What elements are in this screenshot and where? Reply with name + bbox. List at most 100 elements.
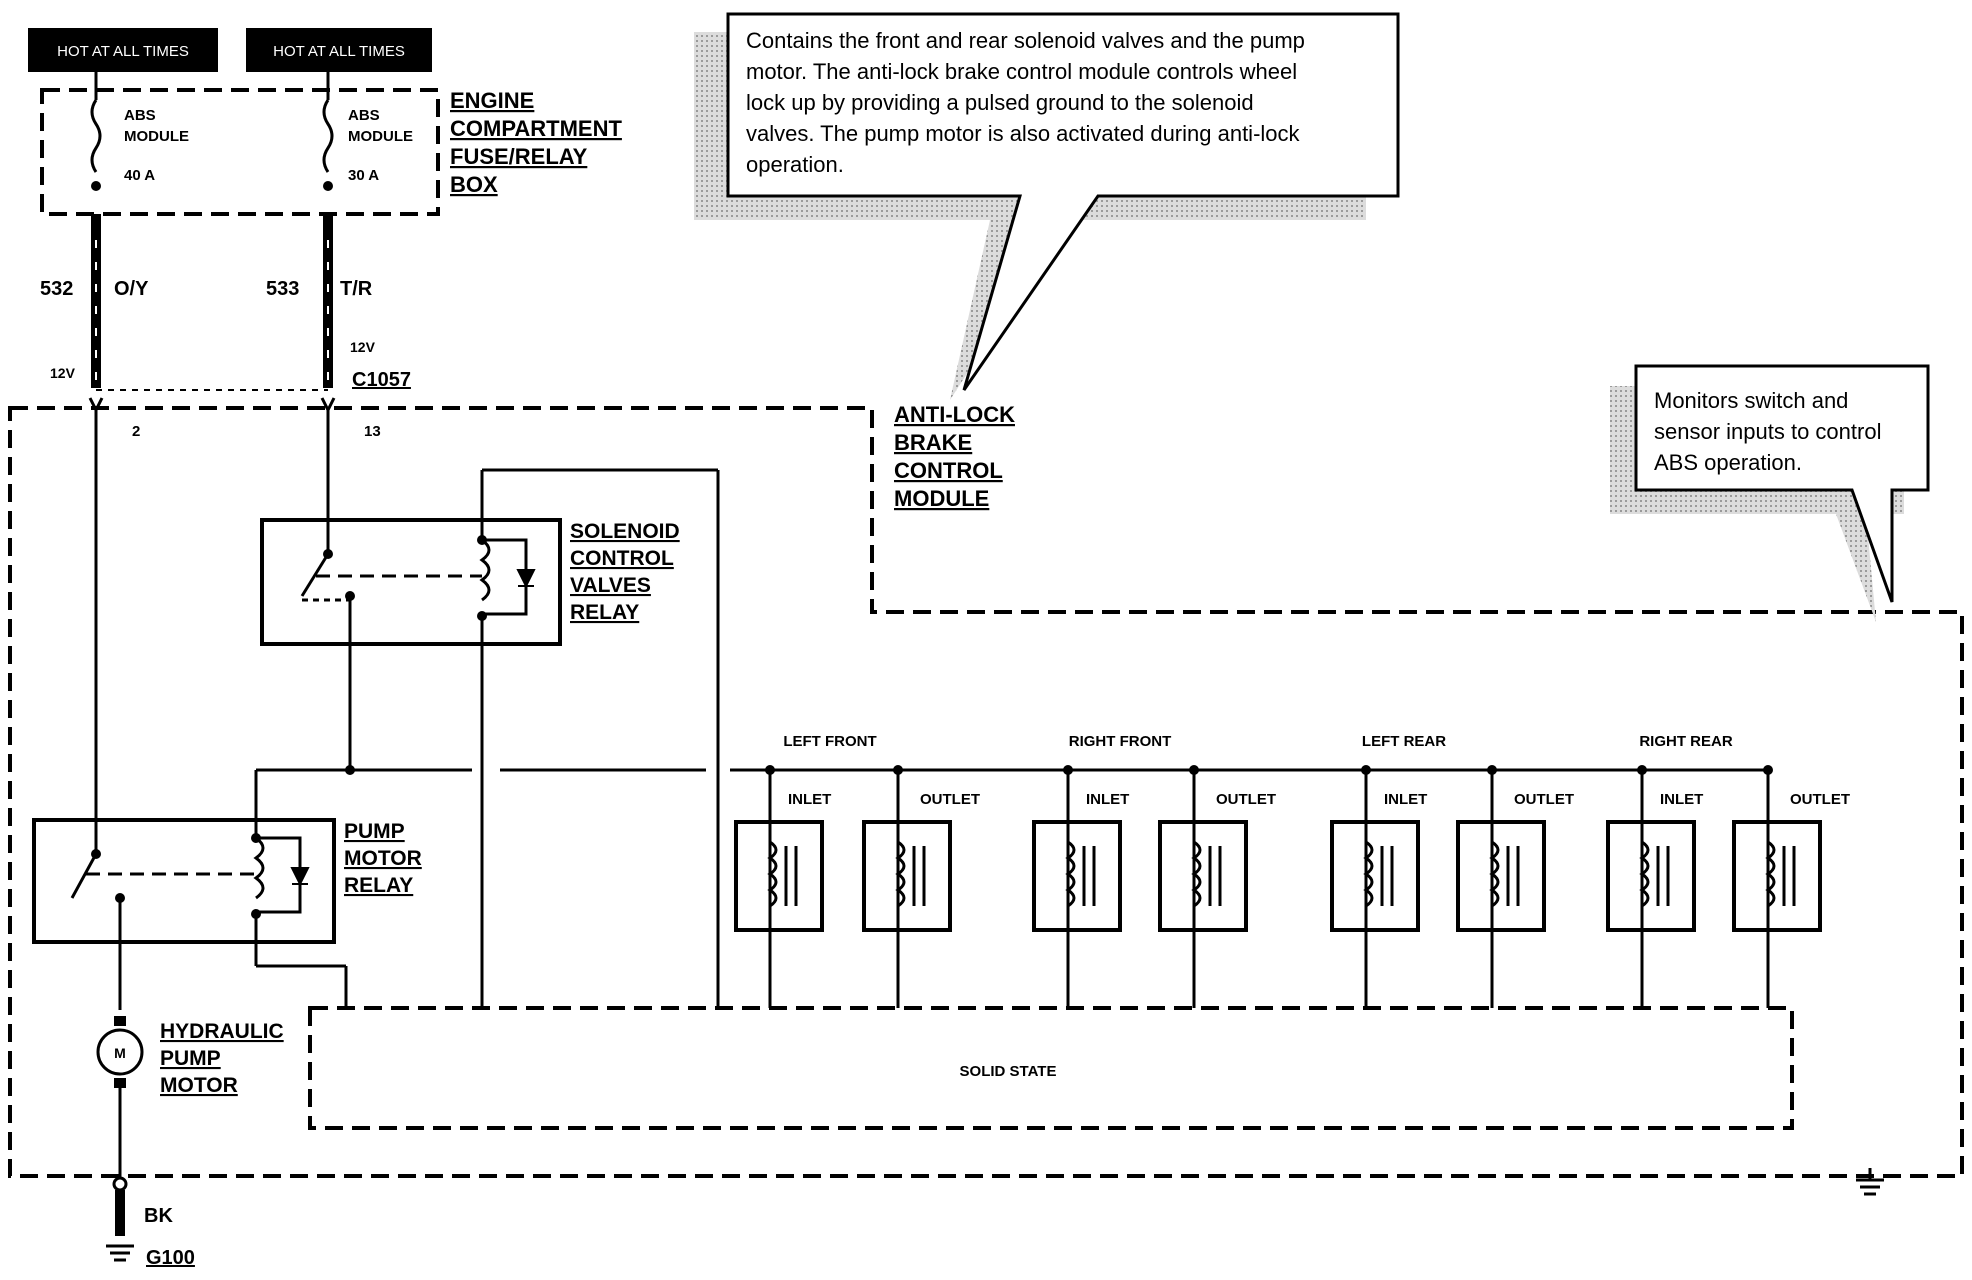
svg-text:533: 533 [266, 278, 299, 300]
svg-text:HYDRAULIC: HYDRAULIC [160, 1020, 284, 1043]
solenoid-valve: INLET [1330, 765, 1427, 1008]
svg-text:M: M [114, 1045, 126, 1061]
valve-coil-icon [1363, 840, 1374, 908]
valve-coil-icon [1065, 840, 1076, 908]
svg-text:CONTROL: CONTROL [570, 547, 674, 570]
svg-text:12V: 12V [350, 339, 376, 355]
svg-text:30 A: 30 A [348, 167, 379, 184]
connector-pins: 2 13 [88, 397, 381, 440]
pump-relay-title: PUMP MOTOR RELAY [344, 820, 422, 897]
svg-text:G100: G100 [146, 1247, 195, 1269]
solenoid-valve: OUTLET [862, 765, 980, 1008]
svg-text:HOT AT ALL TIMES: HOT AT ALL TIMES [57, 43, 189, 60]
hydraulic-pump-motor: M [96, 1016, 144, 1236]
fuse-1-icon [90, 99, 102, 173]
valve-type-label: OUTLET [1790, 791, 1850, 808]
svg-text:PUMP: PUMP [344, 820, 405, 843]
valve-group-label: LEFT FRONT [783, 733, 876, 750]
solenoid-valve: OUTLET [1158, 765, 1276, 1008]
fuse-box-title: ENGINE COMPARTMENT FUSE/RELAY BOX [450, 88, 622, 197]
valve-type-label: INLET [1660, 791, 1703, 808]
solenoid-valve: INLET [1032, 765, 1129, 1008]
svg-text:ABS: ABS [124, 107, 156, 124]
svg-text:13: 13 [364, 423, 381, 440]
svg-text:BRAKE: BRAKE [894, 430, 972, 455]
pump-relay-coil-icon [253, 836, 265, 900]
svg-text:lock up by providing a pulsed: lock up by providing a pulsed ground to … [746, 90, 1254, 115]
anti-lock-brake-control-module-outline [8, 406, 1964, 1178]
module-title: ANTI-LOCK BRAKE CONTROL MODULE [894, 402, 1015, 511]
svg-text:ABS operation.: ABS operation. [1654, 450, 1802, 475]
callout-monitors-inputs: Monitors switch and sensor inputs to con… [1610, 364, 1930, 622]
hydraulic-motor-title: HYDRAULIC PUMP MOTOR [160, 1020, 284, 1097]
svg-text:12V: 12V [50, 365, 76, 381]
solid-state-box: SOLID STATE [308, 1006, 1794, 1130]
svg-text:RELAY: RELAY [344, 874, 413, 897]
svg-text:ABS: ABS [348, 107, 380, 124]
solenoid-relay-title: SOLENOID CONTROL VALVES RELAY [570, 520, 680, 624]
pump-motor-relay [32, 410, 348, 1010]
svg-text:MOTOR: MOTOR [344, 847, 422, 870]
valve-coil-icon [1191, 840, 1202, 908]
svg-text:MODULE: MODULE [894, 486, 989, 511]
svg-text:SOLENOID: SOLENOID [570, 520, 680, 543]
circuit-532-wire: 532 O/Y 12V [40, 214, 149, 388]
valve-type-label: OUTLET [920, 791, 980, 808]
engine-compartment-fuse-relay-box: ABS MODULE 40 A ABS MODULE 30 A [40, 72, 440, 216]
solenoid-valve: OUTLET [1732, 765, 1850, 1008]
svg-text:VALVES: VALVES [570, 574, 651, 597]
module-case-ground-icon [1856, 1168, 1884, 1196]
svg-text:532: 532 [40, 278, 73, 300]
valve-coil-icon [1489, 840, 1500, 908]
solenoid-valves: LEFT FRONT RIGHT FRONT LEFT REAR RIGHT REAR… [734, 733, 1850, 1008]
valve-type-label: OUTLET [1514, 791, 1574, 808]
hot-at-all-times-label-1: HOT AT ALL TIMES [28, 28, 218, 72]
svg-text:RELAY: RELAY [570, 601, 639, 624]
pump-relay-switch-icon [70, 853, 98, 899]
svg-text:PUMP: PUMP [160, 1047, 221, 1070]
svg-text:COMPARTMENT: COMPARTMENT [450, 116, 622, 141]
solenoid-valve: INLET [1606, 765, 1703, 1008]
svg-text:O/Y: O/Y [114, 278, 149, 300]
valve-group-label: RIGHT FRONT [1069, 733, 1172, 750]
svg-text:MODULE: MODULE [124, 128, 189, 145]
fuse-2-icon [322, 99, 334, 173]
solenoid-valve: INLET [734, 765, 831, 1008]
ground-g100: BK G100 [106, 1205, 195, 1269]
hot-at-all-times-label-2: HOT AT ALL TIMES [246, 28, 432, 72]
svg-text:sensor inputs to control: sensor inputs to control [1654, 419, 1881, 444]
svg-text:ENGINE: ENGINE [450, 88, 534, 113]
valve-type-label: OUTLET [1216, 791, 1276, 808]
svg-text:FUSE/RELAY: FUSE/RELAY [450, 144, 588, 169]
svg-text:MOTOR: MOTOR [160, 1074, 238, 1097]
valve-coil-icon [1765, 840, 1776, 908]
solenoid-valve: OUTLET [1456, 765, 1574, 1008]
svg-text:T/R: T/R [340, 278, 373, 300]
solenoid-relay-coil-icon [479, 538, 491, 602]
svg-text:Contains the front and rear so: Contains the front and rear solenoid val… [746, 28, 1305, 53]
valve-group-label: RIGHT REAR [1639, 733, 1733, 750]
svg-text:valves. The pump motor is als: valves. The pump motor is also activated… [746, 121, 1301, 146]
diode-icon [516, 569, 536, 589]
svg-text:CONTROL: CONTROL [894, 458, 1003, 483]
svg-text:2: 2 [132, 423, 140, 440]
svg-text:MODULE: MODULE [348, 128, 413, 145]
connector-c1057-label: C1057 [352, 369, 411, 391]
svg-text:motor. The anti-lock brake co: motor. The anti-lock brake control modul… [746, 59, 1297, 84]
valve-type-label: INLET [1086, 791, 1129, 808]
svg-text:SOLID STATE: SOLID STATE [960, 1063, 1057, 1080]
valve-group-label: LEFT REAR [1362, 733, 1446, 750]
valve-coil-icon [1639, 840, 1650, 908]
motor-icon [96, 1028, 144, 1076]
valve-type-label: INLET [1384, 791, 1427, 808]
valve-coil-icon [767, 840, 778, 908]
circuit-533-wire: 533 T/R 12V C1057 [266, 214, 411, 391]
svg-text:HOT AT ALL TIMES: HOT AT ALL TIMES [273, 43, 405, 60]
solenoid-relay-switch-icon [300, 553, 330, 597]
svg-text:40 A: 40 A [124, 167, 155, 184]
svg-text:operation.: operation. [746, 152, 844, 177]
svg-text:BOX: BOX [450, 172, 498, 197]
callout-module-description: Contains the front and rear solenoid val… [694, 12, 1400, 400]
svg-text:BK: BK [144, 1205, 173, 1227]
